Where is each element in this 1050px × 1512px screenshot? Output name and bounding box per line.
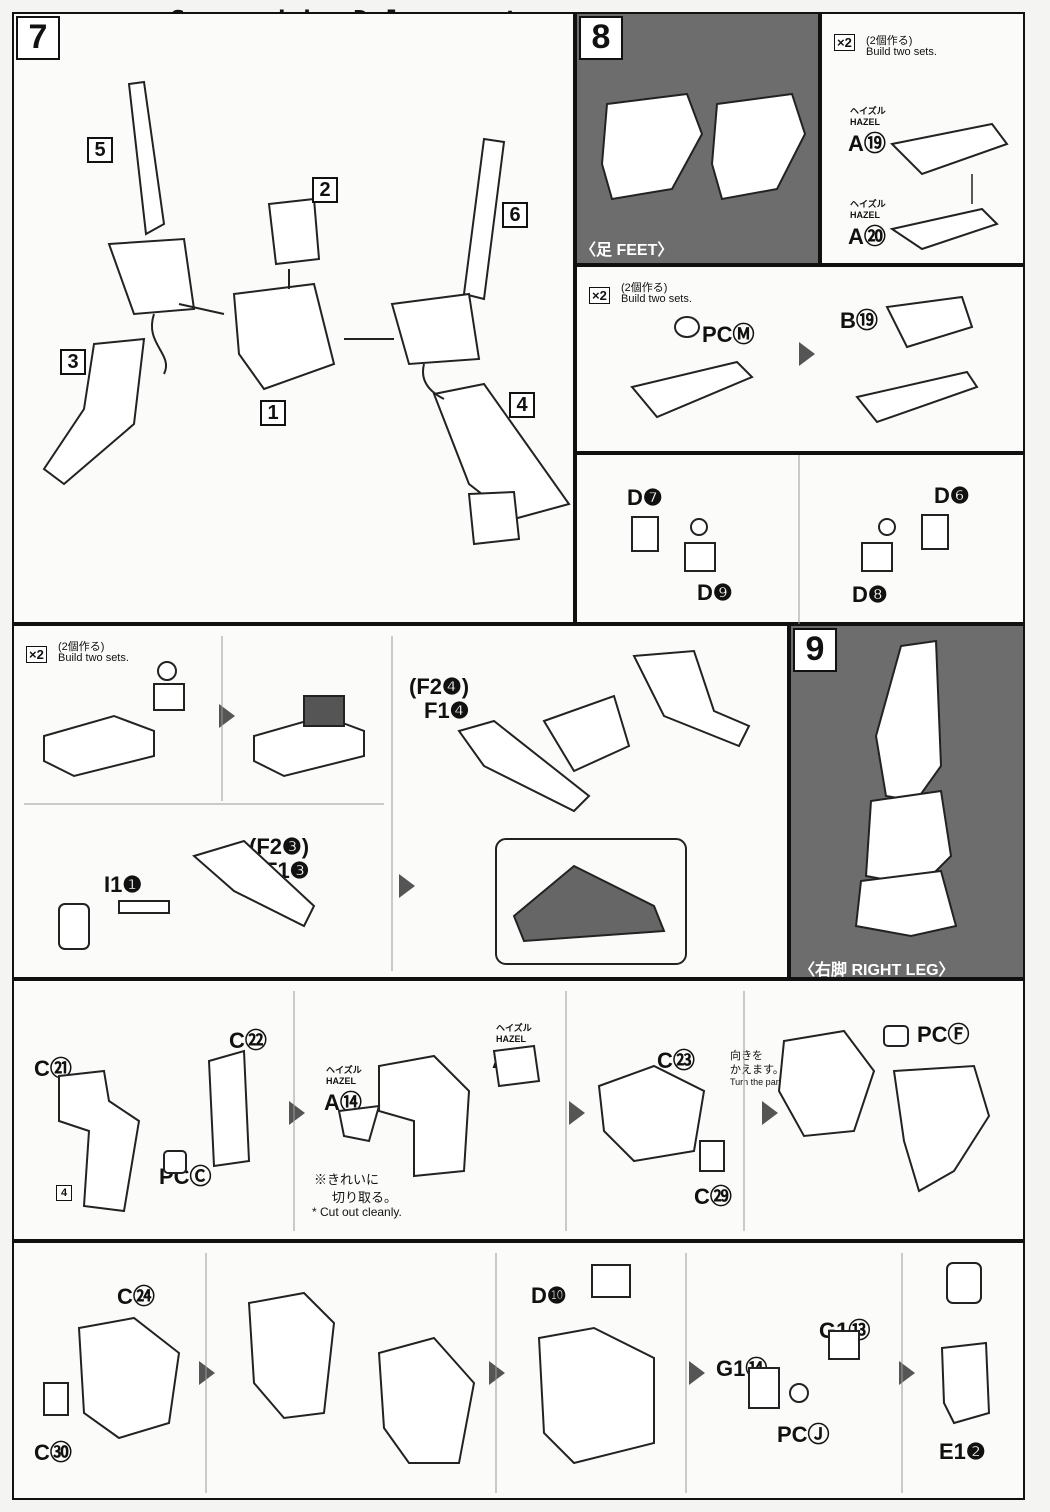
right-leg-title: 〈右脚 RIGHT LEG〉: [799, 962, 955, 979]
step7-illustration: [42, 80, 571, 546]
turn-en: Turn the parts.: [730, 1077, 789, 1087]
build-two-en-2: Build two sets.: [621, 293, 692, 305]
turn-jp-2: かえます。: [730, 1064, 784, 1076]
part-1-label: 1: [260, 400, 286, 426]
step7-panel: 7 5 2 6 3 1 4: [12, 12, 575, 624]
feet-assembly-panel: ×2 (2個作る) Build two sets. (F2❹) F1❹ (F2❸…: [12, 624, 789, 979]
step-arrow: [799, 342, 815, 366]
part-3-label: 3: [60, 349, 86, 375]
build-two-jp-2: (2個作る): [621, 282, 668, 294]
step-arrow-10: [899, 1361, 915, 1385]
leg-assembly-row2: C㉔ C㉚ D❿ G1⑬ G1⑭ PCⒿ E1❷: [12, 1241, 1025, 1500]
part-4-label: 4: [509, 392, 535, 418]
pcf-label: PCⒻ: [917, 1022, 970, 1047]
step8-panel: 8 〈足 FEET〉: [575, 12, 820, 265]
step-arrow-4: [289, 1101, 305, 1125]
build-two-jp: (2個作る): [866, 35, 913, 47]
pcm-b19-illustration: [630, 295, 979, 424]
step-arrow-2: [219, 704, 235, 728]
step9-panel: 9 〈右脚 RIGHT LEG〉: [789, 624, 1025, 979]
build-two-en: Build two sets.: [866, 46, 937, 58]
a19-a20-illustration: [889, 122, 1009, 251]
step-arrow-7: [199, 1361, 215, 1385]
leg-assembly-row1: C㉑ C㉒ PCⒸ 4 ヘイズル HAZEL A⑭ ヘイズル HAZEL A⑮ …: [12, 979, 1025, 1241]
pcm-label: PCⓂ: [702, 322, 755, 347]
step-arrow-5: [569, 1101, 585, 1125]
d6-label: D❻: [934, 483, 970, 508]
leg-assembly-illustration-2: [43, 1253, 991, 1493]
d10-label: D❿: [531, 1283, 567, 1308]
c30-label: C㉚: [34, 1440, 72, 1465]
turn-jp-1: 向きを: [730, 1050, 763, 1062]
cut-jp-2: 切り取る。: [332, 1190, 398, 1205]
d9-label: D❾: [697, 580, 733, 605]
step8-sub3: D❼ D❻ D❾ D❽: [575, 453, 1025, 626]
build-two-jp-3: (2個作る): [58, 641, 105, 653]
step8-sub1: ×2 (2個作る) Build two sets. ヘイズル HAZEL A⑲ …: [820, 12, 1025, 265]
cut-en: * Cut out cleanly.: [312, 1205, 402, 1219]
build-two-en-3: Build two sets.: [58, 652, 129, 664]
feet-assembly-illustration: [24, 636, 751, 971]
hazel-label-a19: ヘイズル HAZEL: [850, 106, 886, 127]
leg-assembly-illustration-1: [58, 991, 991, 1231]
step8-number: 8: [579, 16, 623, 60]
hazel-a15-label: ヘイズル HAZEL: [496, 1023, 532, 1044]
step8-sub2: ×2 (2個作る) Build two sets. PCⓂ B⑲: [575, 265, 1025, 453]
feet-illustration: [600, 92, 807, 201]
step9-number: 9: [793, 628, 837, 672]
cut-jp-1: ※きれいに: [314, 1172, 380, 1187]
hazel-a14-label: ヘイズル HAZEL: [326, 1065, 362, 1086]
x2-badge-3: ×2: [26, 646, 47, 663]
box4-label: 4: [56, 1185, 72, 1201]
f24-label: (F2❹): [409, 674, 470, 699]
part-5-label: 5: [87, 137, 113, 163]
x2-badge-2: ×2: [589, 287, 610, 304]
part-2-label: 2: [312, 177, 338, 203]
step-arrow-3: [399, 874, 415, 898]
c29-label: C㉙: [694, 1184, 732, 1209]
feet-title: 〈足 FEET〉: [580, 242, 674, 259]
d-parts-illustration: [631, 455, 949, 626]
a19-label: A⑲: [848, 131, 886, 156]
d7-label: D❼: [627, 485, 663, 510]
step-arrow-6: [762, 1101, 778, 1125]
d8-label: D❽: [852, 582, 888, 607]
e12-label: E1❷: [939, 1439, 986, 1464]
step7-number: 7: [16, 16, 60, 60]
a20-label: A⑳: [848, 224, 886, 249]
c22-label: C㉒: [229, 1028, 267, 1053]
hazel-label-a20: ヘイズル HAZEL: [850, 199, 886, 220]
step-arrow-8: [489, 1361, 505, 1385]
i11-label: I1❶: [104, 872, 143, 897]
part-6-label: 6: [502, 202, 528, 228]
right-leg-illustration: [854, 639, 958, 938]
f14-label: F1❹: [424, 698, 470, 723]
c24-label: C㉔: [117, 1284, 155, 1309]
x2-badge: ×2: [834, 34, 855, 51]
c23-label: C㉓: [657, 1048, 695, 1073]
step-arrow-9: [689, 1361, 705, 1385]
pcj-label: PCⒿ: [777, 1422, 830, 1447]
b19-label: B⑲: [840, 308, 878, 333]
